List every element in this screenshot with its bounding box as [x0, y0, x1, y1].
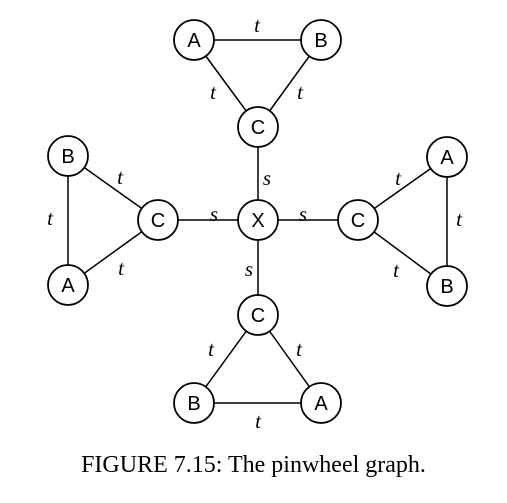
- edge-label: t: [47, 206, 54, 230]
- node-label: A: [440, 147, 454, 169]
- node-circle: [426, 136, 468, 178]
- node-label: B: [61, 146, 74, 168]
- edge-label: s: [210, 202, 218, 226]
- node-label: B: [314, 30, 327, 52]
- edge-label: s: [299, 202, 307, 226]
- node-label: B: [440, 276, 453, 298]
- node-label: A: [187, 30, 201, 52]
- edge-label: t: [208, 337, 215, 361]
- graph-nodes: X C A B C B A C A B C B A: [47, 19, 468, 424]
- node-label: C: [351, 210, 365, 232]
- node-circle: [237, 199, 279, 241]
- node-left-B: B: [47, 135, 89, 177]
- edge-label: s: [245, 257, 253, 281]
- edge-label: t: [118, 256, 125, 280]
- edge-label: t: [254, 13, 261, 37]
- node-left-C: C: [137, 199, 179, 241]
- node-label: B: [187, 393, 200, 415]
- edge-label: t: [393, 258, 400, 282]
- node-circle: [47, 264, 89, 306]
- node-label: C: [151, 210, 165, 232]
- node-circle: [237, 294, 279, 336]
- node-label: C: [251, 305, 265, 327]
- node-right-C: C: [337, 199, 379, 241]
- node-bottom-A: A: [300, 382, 342, 424]
- node-bottom-C: C: [237, 294, 279, 336]
- edge-label: t: [395, 166, 402, 190]
- node-circle: [337, 199, 379, 241]
- node-circle: [300, 19, 342, 61]
- node-label: C: [251, 117, 265, 139]
- node-right-A: A: [426, 136, 468, 178]
- node-circle: [47, 135, 89, 177]
- node-circle: [300, 382, 342, 424]
- edge-label: t: [296, 337, 303, 361]
- edge-label: s: [263, 166, 271, 190]
- node-top-B: B: [300, 19, 342, 61]
- node-circle: [426, 265, 468, 307]
- node-label: A: [314, 393, 328, 415]
- node-right-B: B: [426, 265, 468, 307]
- node-circle: [137, 199, 179, 241]
- node-circle: [237, 106, 279, 148]
- edge-label: t: [255, 409, 262, 433]
- node-bottom-B: B: [173, 382, 215, 424]
- edge-label: t: [210, 80, 217, 104]
- node-label: A: [61, 275, 75, 297]
- node-top-C: C: [237, 106, 279, 148]
- figure-caption: FIGURE 7.15: The pinwheel graph.: [81, 452, 426, 478]
- node-circle: [173, 382, 215, 424]
- edge-label: t: [456, 207, 463, 231]
- pinwheel-graph: s s s s t t t t t t t t t t t t X C A B C B A C A B C B A: [47, 13, 468, 433]
- node-left-A: A: [47, 264, 89, 306]
- node-top-A: A: [173, 19, 215, 61]
- node-circle: [173, 19, 215, 61]
- edge-label: t: [117, 165, 124, 189]
- node-label: X: [251, 210, 264, 232]
- node-X: X: [237, 199, 279, 241]
- graph-edge-labels: s s s s t t t t t t t t t t t t: [47, 13, 463, 433]
- edge-label: t: [297, 80, 304, 104]
